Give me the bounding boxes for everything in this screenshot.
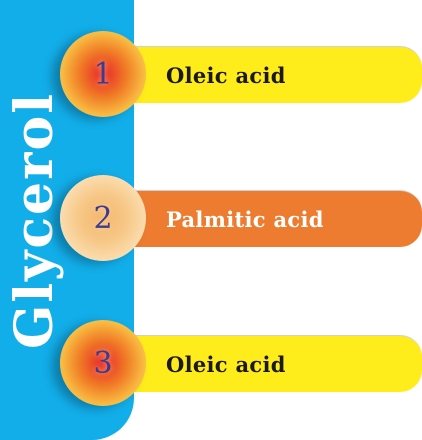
position-number-1: 1: [93, 56, 113, 92]
position-circle-3: 3: [60, 320, 146, 406]
position-circle-2: 2: [60, 175, 146, 261]
fatty-acid-row-3: Oleic acid 3: [0, 305, 422, 425]
fatty-acid-label-3: Oleic acid: [166, 351, 286, 377]
fatty-acid-label-2: Palmitic acid: [166, 206, 324, 232]
fatty-acid-strip-2: Palmitic acid: [110, 190, 422, 247]
fatty-acid-strip-1: Oleic acid: [110, 46, 422, 103]
position-circle-1: 1: [60, 31, 146, 117]
fatty-acid-row-2: Palmitic acid 2: [0, 160, 422, 280]
fatty-acid-row-1: Oleic acid 1: [0, 14, 422, 134]
position-number-2: 2: [93, 200, 113, 236]
fatty-acid-label-1: Oleic acid: [166, 62, 286, 88]
position-number-3: 3: [93, 345, 113, 381]
fatty-acid-strip-3: Oleic acid: [110, 335, 422, 392]
